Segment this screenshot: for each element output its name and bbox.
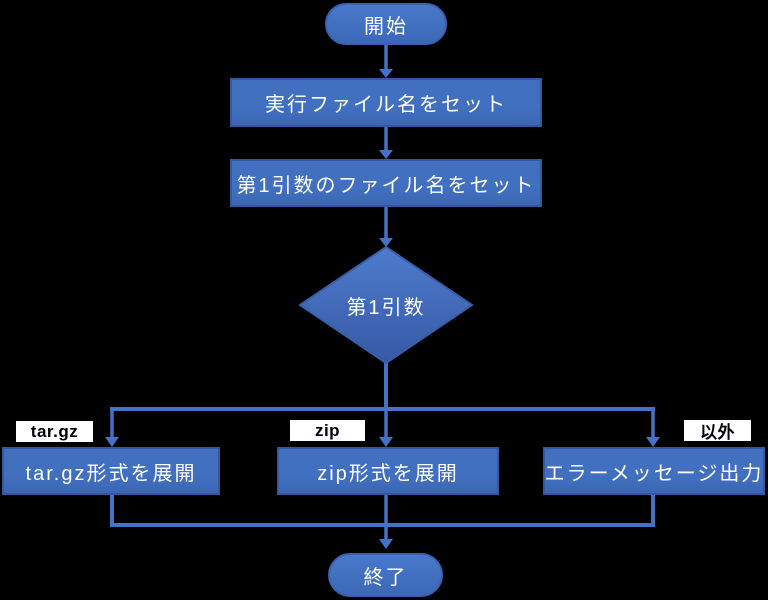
start-node: 開始 bbox=[325, 3, 447, 45]
branch-condition-label: zip bbox=[314, 420, 341, 440]
connector-branch-zip bbox=[379, 409, 393, 447]
arrow-down-icon bbox=[646, 437, 660, 447]
start-node-label: 開始 bbox=[364, 15, 408, 38]
branch-condition-label: tar.gz bbox=[30, 421, 79, 441]
process-label: zip形式を展開 bbox=[317, 462, 459, 485]
process-extract-targz: tar.gz形式を展開 bbox=[2, 447, 220, 495]
decision-node: 第1引数 bbox=[300, 247, 472, 363]
branch-condition-other: 以外 bbox=[682, 418, 753, 443]
arrow-down-icon bbox=[379, 437, 393, 447]
decision-label: 第1引数 bbox=[346, 296, 426, 319]
connector-merge-to-end bbox=[379, 495, 393, 549]
arrow-down-icon bbox=[379, 150, 393, 159]
process-set-exec-filename: 実行ファイル名をセット bbox=[230, 78, 542, 127]
process-label: エラーメッセージ出力 bbox=[544, 462, 764, 485]
process-extract-zip: zip形式を展開 bbox=[277, 447, 499, 495]
arrow-down-icon bbox=[379, 69, 393, 78]
connector-branch-other bbox=[646, 407, 660, 447]
connector-branch-targz bbox=[105, 407, 119, 447]
branch-condition-targz: tar.gz bbox=[14, 419, 95, 444]
process-label: tar.gz形式を展開 bbox=[25, 462, 197, 485]
connector-start-to-step1 bbox=[379, 45, 393, 78]
process-label: 第1引数のファイル名をセット bbox=[236, 174, 536, 197]
connector-decision-to-branches bbox=[110, 363, 655, 411]
branch-condition-zip: zip bbox=[288, 418, 367, 443]
arrow-down-icon bbox=[105, 437, 119, 447]
process-error-message: エラーメッセージ出力 bbox=[543, 447, 765, 495]
connector-step1-to-step2 bbox=[379, 127, 393, 159]
process-label: 実行ファイル名をセット bbox=[265, 94, 507, 116]
arrow-down-icon bbox=[379, 539, 393, 549]
end-node-label: 終了 bbox=[363, 566, 408, 589]
end-node: 終了 bbox=[328, 553, 443, 597]
connector-merge-rail bbox=[110, 495, 655, 527]
branch-condition-label: 以外 bbox=[700, 423, 735, 442]
connector-step2-to-decision bbox=[379, 207, 393, 247]
process-set-arg1-filename: 第1引数のファイル名をセット bbox=[230, 159, 542, 207]
arrow-down-icon bbox=[379, 238, 393, 247]
